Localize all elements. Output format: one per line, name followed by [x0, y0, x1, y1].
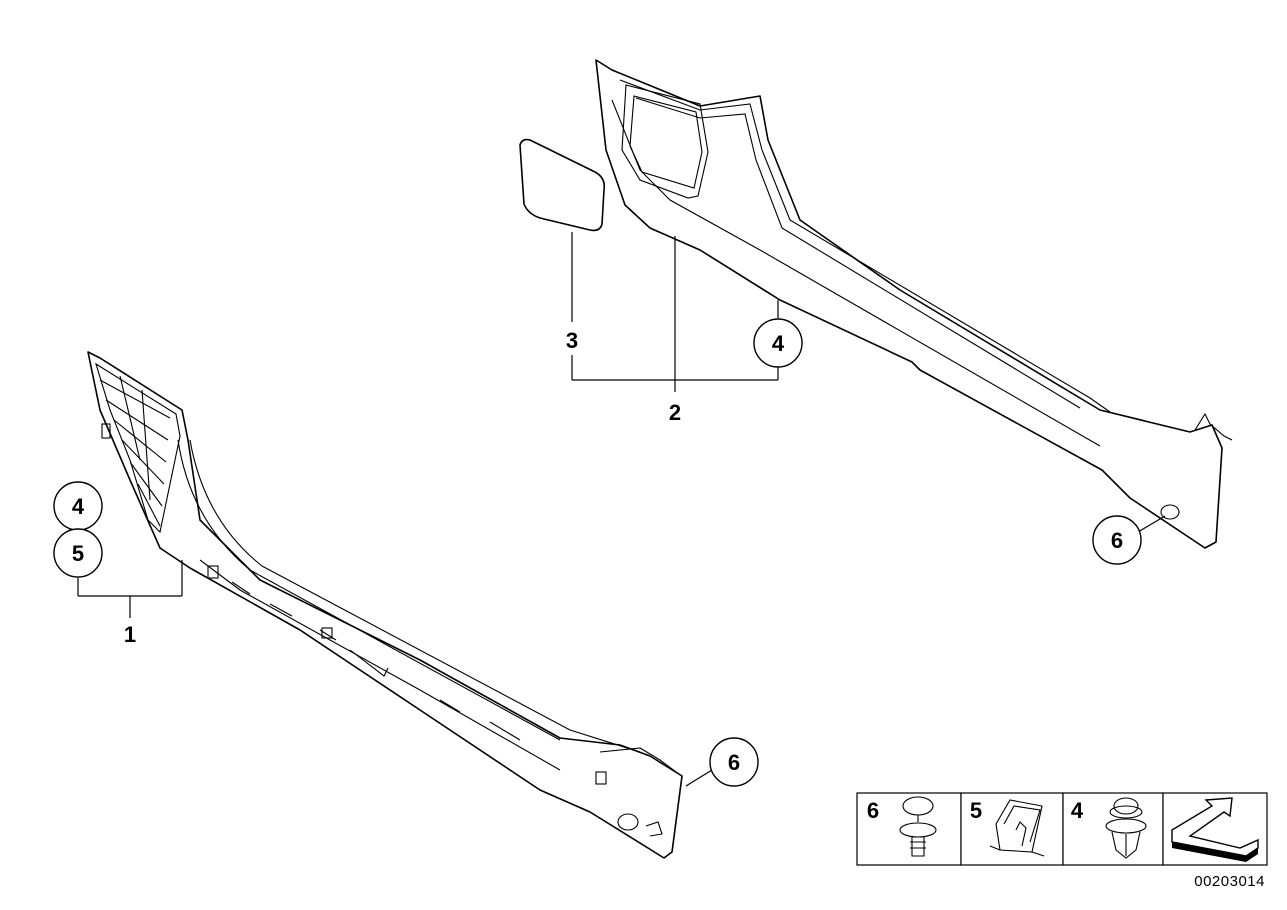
sill-trim-front[interactable] — [87, 351, 683, 859]
legend-item-5: 5 — [960, 792, 1064, 866]
label-part-1: 1 — [124, 622, 136, 647]
callout-4-left: 4 — [53, 481, 103, 531]
callout-4-right: 4 — [753, 318, 803, 368]
callout-6-right: 6 — [1092, 515, 1142, 565]
cover-pad[interactable] — [519, 138, 606, 232]
callout-6-right-label: 6 — [1111, 528, 1123, 553]
clip-nut-icon — [989, 799, 1045, 857]
callout-4-left-label: 4 — [72, 494, 85, 519]
legend-number-6: 6 — [867, 798, 879, 823]
direction-arrow-icon — [1171, 797, 1259, 862]
leader-lines-left — [77, 560, 713, 787]
legend-item-6: 6 — [856, 792, 962, 866]
sill-panel-rear[interactable] — [595, 59, 1233, 549]
push-rivet-icon — [899, 796, 937, 857]
legend-number-5: 5 — [970, 798, 982, 823]
callout-5-left-label: 5 — [72, 541, 84, 566]
fastener-legend: 6 5 4 — [856, 792, 1268, 866]
leader-lines-right — [571, 232, 1166, 533]
label-part-2: 2 — [669, 400, 681, 425]
callout-6-left: 6 — [709, 737, 759, 787]
drawing-number: 00203014 — [1194, 873, 1265, 890]
callout-5-left: 5 — [53, 528, 103, 578]
callout-6-left-label: 6 — [728, 750, 740, 775]
expanding-rivet-icon — [1105, 797, 1147, 859]
label-part-3: 3 — [566, 328, 578, 353]
legend-item-arrow — [1162, 792, 1268, 866]
callout-4-right-label: 4 — [772, 331, 785, 356]
legend-item-4: 4 — [1062, 792, 1164, 866]
legend-number-4: 4 — [1071, 798, 1084, 823]
